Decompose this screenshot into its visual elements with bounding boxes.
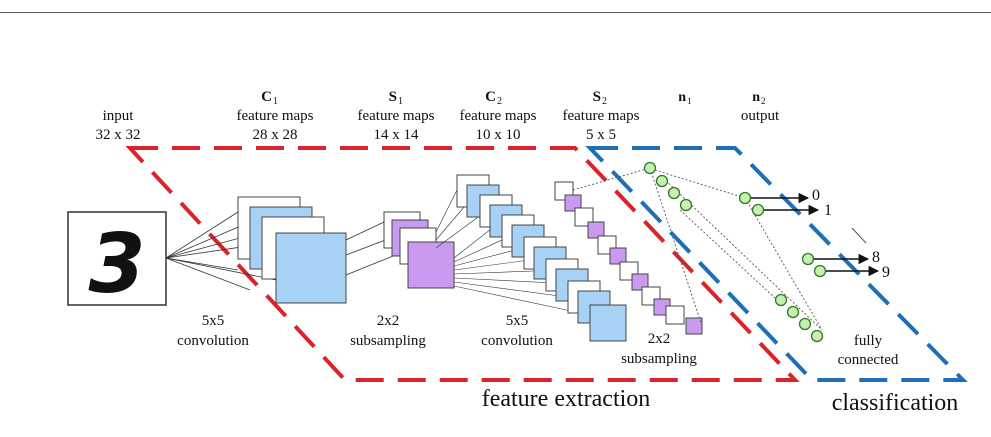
conv1-name: convolution	[177, 333, 249, 349]
sub2-kernel: 2x2	[648, 331, 671, 347]
classification-label: classification	[832, 390, 959, 416]
fc-label-line1: fully	[854, 333, 883, 349]
c2-title: C	[485, 89, 496, 105]
output-label-1: 1	[824, 202, 832, 219]
c2-title-sub: 2	[497, 96, 502, 107]
s1-feature-maps	[383, 211, 455, 289]
s2-title-sub: 2	[602, 96, 607, 107]
classification-region	[585, 146, 968, 382]
c1-size: 28 x 28	[253, 127, 298, 143]
c2-size: 10 x 10	[476, 127, 521, 143]
conv1-kernel: 5x5	[202, 313, 225, 329]
output-label-9: 9	[882, 264, 890, 281]
input-size: 32 x 32	[96, 127, 141, 143]
s2-feature-maps	[554, 181, 703, 335]
n2-title: n	[752, 90, 760, 105]
conv2-name: convolution	[481, 333, 553, 349]
c1-title-sub: 1	[273, 96, 278, 107]
fc-label-line2: connected	[838, 352, 899, 368]
s2-size: 5 x 5	[586, 127, 616, 143]
n1-title: n	[678, 90, 686, 105]
c2-feature-maps-label: feature maps	[459, 108, 536, 124]
input-label: input	[103, 108, 135, 124]
output-arrows	[751, 192, 880, 277]
output-label-8: 8	[872, 249, 880, 266]
n1-neurons	[643, 161, 824, 343]
sub1-name: subsampling	[350, 333, 426, 349]
input-image: 3	[67, 211, 167, 312]
s1-title: S	[389, 89, 397, 105]
conv2-kernel: 5x5	[506, 313, 529, 329]
n2-output-label: output	[741, 108, 780, 124]
top-rule	[0, 12, 991, 13]
output-ellipsis-line	[851, 227, 867, 244]
c1-title: C	[261, 89, 272, 105]
c1-feature-maps-label: feature maps	[236, 108, 313, 124]
n2-neurons	[738, 191, 827, 278]
s1-title-sub: 1	[398, 96, 403, 107]
output-label-0: 0	[812, 187, 820, 204]
feature-extraction-label: feature extraction	[482, 386, 651, 412]
s1-size: 14 x 14	[374, 127, 420, 143]
s2-feature-maps-label: feature maps	[562, 108, 639, 124]
input-digit: 3	[88, 217, 145, 312]
sub1-kernel: 2x2	[377, 313, 400, 329]
feature-extraction-region	[125, 146, 800, 382]
c2-feature-maps	[456, 174, 627, 342]
n1-title-sub: 1	[687, 96, 692, 106]
sub2-name: subsampling	[621, 351, 697, 367]
c1-feature-maps	[237, 196, 347, 304]
s2-title: S	[593, 89, 601, 105]
n2-title-sub: 2	[761, 96, 766, 106]
s1-feature-maps-label: feature maps	[357, 108, 434, 124]
